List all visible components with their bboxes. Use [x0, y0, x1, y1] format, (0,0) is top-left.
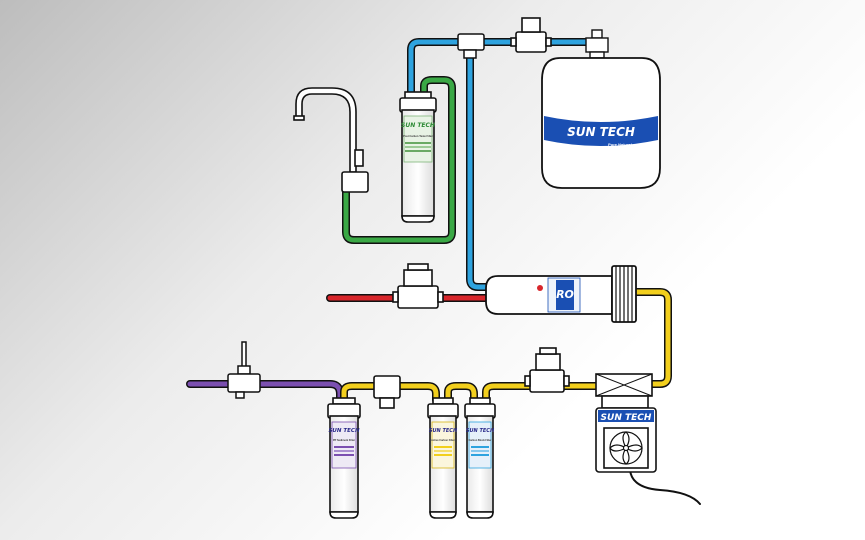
- post-carbon-filter[interactable]: SUN TECH Post Carbon Taste Filter: [399, 91, 437, 223]
- fan-icon: [609, 431, 643, 465]
- faucet-icon[interactable]: [293, 87, 369, 193]
- product-pipe: [407, 38, 602, 291]
- pump-power-cord: [629, 469, 701, 505]
- active-carbon-filter[interactable]: SUN TECH Active Carbon Filter: [427, 397, 459, 519]
- storage-tank[interactable]: SUN TECH Pure Natural: [541, 29, 661, 189]
- carbon-block-filter[interactable]: SUN TECH Carbon Block Filter: [464, 397, 496, 519]
- sediment-label: PP Sediment Filter: [333, 439, 355, 442]
- sediment-filter[interactable]: SUN TECH PP Sediment Filter: [327, 397, 361, 519]
- tank-subtitle: Pure Natural: [608, 142, 632, 147]
- post-carbon-brand: SUN TECH: [401, 122, 435, 129]
- product-solenoid-valve[interactable]: [510, 17, 552, 53]
- feed-pipe: [340, 288, 672, 404]
- sediment-brand: SUN TECH: [328, 428, 359, 434]
- faucet-pipe: [342, 76, 456, 244]
- inline-connector: [373, 375, 401, 409]
- drain-solenoid-valve[interactable]: [392, 263, 444, 309]
- pipes: [186, 38, 701, 505]
- carbon-block-brand: SUN TECH: [466, 428, 495, 434]
- carbon-label: Active Carbon Filter: [431, 439, 455, 442]
- booster-pump[interactable]: SUN TECH: [595, 373, 657, 473]
- pump-brand: SUN TECH: [601, 413, 652, 423]
- product-tee-fitting: [457, 33, 485, 59]
- feed-solenoid-valve[interactable]: [524, 347, 570, 393]
- inlet-pipe: [186, 380, 344, 404]
- tank-brand: SUN TECH: [567, 125, 635, 139]
- post-carbon-label: Post Carbon Taste Filter: [403, 134, 433, 138]
- carbon-block-label: Carbon Block Filter: [468, 439, 491, 442]
- inlet-tee-valve[interactable]: [227, 341, 261, 399]
- membrane-badge: RO: [556, 288, 574, 301]
- ro-membrane-housing[interactable]: RO: [485, 265, 637, 323]
- carbon-brand: SUN TECH: [429, 428, 458, 434]
